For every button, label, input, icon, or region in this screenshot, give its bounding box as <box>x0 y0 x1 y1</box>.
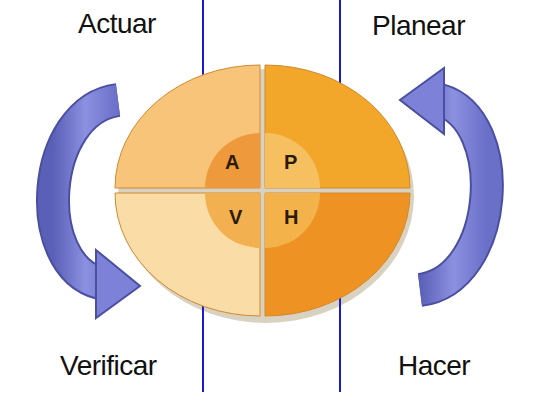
phase-name: Verificar <box>60 352 157 380</box>
quadrant-shape: H <box>265 193 410 316</box>
arrow-head <box>400 68 444 134</box>
inner-sector <box>265 133 320 188</box>
inner-sector <box>205 133 260 188</box>
quadrant-fill <box>265 193 410 316</box>
phase-letter: A <box>225 152 239 172</box>
quadrant-shape: P <box>265 65 410 188</box>
phase-name: Hacer <box>398 352 470 380</box>
quadrant-fill <box>115 65 260 188</box>
cycle-arrow <box>53 100 118 283</box>
cycle-arrow <box>420 100 487 290</box>
quadrant-fill <box>265 65 410 188</box>
quadrant-fill <box>115 193 260 316</box>
phase-letter: H <box>284 207 298 227</box>
phase-name: Planear <box>372 12 465 40</box>
phase-letter: V <box>229 207 242 227</box>
arrow-head <box>96 250 140 318</box>
phase-letter: P <box>284 152 297 172</box>
quadrant-shape: A <box>115 65 260 188</box>
cycle-arrow <box>53 100 118 283</box>
inner-sector <box>205 193 260 248</box>
quadrant-shape: V <box>115 193 260 316</box>
cycle-arrow <box>420 100 487 290</box>
phase-name: Actuar <box>78 10 156 38</box>
inner-sector <box>265 193 320 248</box>
